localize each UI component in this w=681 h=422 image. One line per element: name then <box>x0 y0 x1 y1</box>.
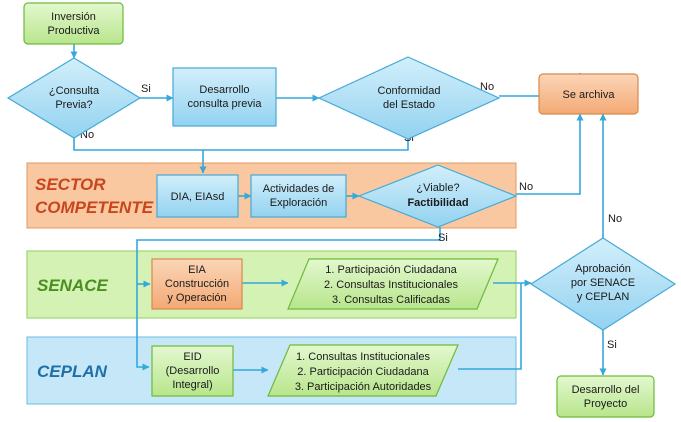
svg-text:Integral): Integral) <box>172 379 212 391</box>
svg-text:Proyecto: Proyecto <box>584 398 627 410</box>
edge-consulta-no <box>73 138 207 174</box>
svg-text:Desarrollo: Desarrollo <box>199 84 249 96</box>
label-si-viable: Si <box>438 232 448 244</box>
svg-text:2. Participación Ciudadana: 2. Participación Ciudadana <box>297 366 429 378</box>
edge-viable-no <box>516 113 584 195</box>
svg-text:Factibilidad: Factibilidad <box>407 197 468 209</box>
svg-text:Inversión: Inversión <box>51 11 96 23</box>
label-si-consulta: Si <box>141 83 151 95</box>
svg-text:Aprobación: Aprobación <box>575 263 631 275</box>
svg-text:Previa?: Previa? <box>55 99 92 111</box>
svg-text:consulta previa: consulta previa <box>188 98 263 110</box>
node-eid-desarrollo-integral: EID (Desarrollo Integral) <box>151 345 234 397</box>
lane-title-ceplan: CEPLAN <box>37 362 108 381</box>
svg-text:Productiva: Productiva <box>48 25 101 37</box>
svg-text:¿Viable?: ¿Viable? <box>416 182 459 194</box>
node-dia-eiasd: DIA, EIAsd <box>156 174 239 218</box>
node-ceplan-consultas: 1. Consultas Institucionales 2. Particip… <box>267 344 459 397</box>
svg-text:por SENACE: por SENACE <box>571 277 635 289</box>
lane-title-sector: SECTOR <box>35 175 106 194</box>
svg-text:Actividades de: Actividades de <box>263 183 335 195</box>
label-no-viable: No <box>519 181 533 193</box>
edge-conformidad-si <box>203 139 409 151</box>
node-desarrollo-proyecto: Desarrollo del Proyecto <box>556 375 655 418</box>
node-inversion-productiva: Inversión Productiva <box>23 2 124 45</box>
svg-text:1. Participación Ciudadana: 1. Participación Ciudadana <box>325 264 457 276</box>
decision-viable-factibilidad: ¿Viable? Factibilidad <box>357 164 518 228</box>
svg-text:y Operación: y Operación <box>167 292 226 304</box>
label-no-aprobacion: No <box>608 213 622 225</box>
decision-consulta-previa: ¿Consulta Previa? <box>6 57 142 139</box>
svg-text:(Desarrollo: (Desarrollo <box>166 365 220 377</box>
node-eia-construccion-operacion: EIA Construcción y Operación <box>151 258 243 310</box>
svg-text:y CEPLAN: y CEPLAN <box>577 291 630 303</box>
node-actividades-exploracion: Actividades de Exploración <box>250 174 347 218</box>
svg-text:Construcción: Construcción <box>165 278 229 290</box>
svg-text:EIA: EIA <box>188 264 206 276</box>
edge-ceplan-list-to-aprobacion <box>458 283 522 370</box>
label-si-aprobacion: Si <box>607 339 617 351</box>
lane-title-competente: COMPETENTE <box>35 198 154 217</box>
edge-viable-si <box>136 227 441 371</box>
label-no-conformidad: No <box>480 81 494 93</box>
svg-text:EID: EID <box>183 351 201 363</box>
node-desarrollo-consulta-previa: Desarrollo consulta previa <box>172 67 277 127</box>
decision-conformidad-estado: Conformidad del Estado <box>317 56 501 140</box>
svg-text:¿Consulta: ¿Consulta <box>49 85 100 97</box>
svg-text:3. Consultas Calificadas: 3. Consultas Calificadas <box>332 294 451 306</box>
svg-text:DIA, EIAsd: DIA, EIAsd <box>171 191 225 203</box>
svg-text:1. Consultas Institucionales: 1. Consultas Institucionales <box>296 351 430 363</box>
svg-text:Se archiva: Se archiva <box>563 89 616 101</box>
svg-text:3. Participación Autoridades: 3. Participación Autoridades <box>295 381 432 393</box>
svg-text:Desarrollo del: Desarrollo del <box>572 384 640 396</box>
svg-text:2. Consultas Institucionales: 2. Consultas Institucionales <box>324 279 458 291</box>
svg-text:Exploración: Exploración <box>270 197 327 209</box>
decision-aprobacion-senace-ceplan: Aprobación por SENACE y CEPLAN <box>529 237 677 331</box>
svg-text:Conformidad: Conformidad <box>378 85 441 97</box>
svg-text:del Estado: del Estado <box>383 99 435 111</box>
node-se-archiva: Se archiva <box>538 73 639 115</box>
lane-title-senace: SENACE <box>37 276 109 295</box>
node-senace-consultas: 1. Participación Ciudadana 2. Consultas … <box>287 258 499 310</box>
